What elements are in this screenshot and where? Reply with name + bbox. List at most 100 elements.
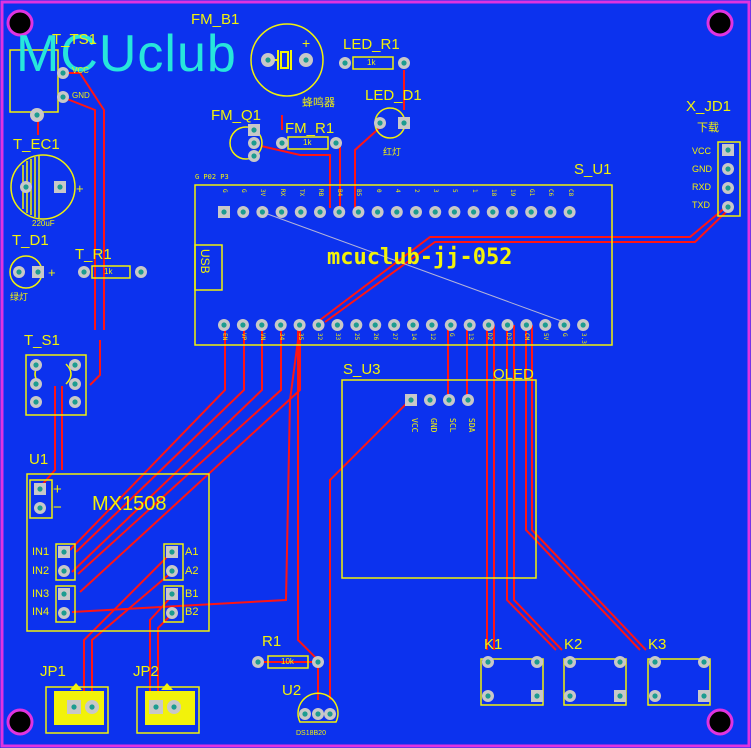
key-pad — [531, 690, 543, 702]
designator-fm-q1: FM_Q1 — [211, 107, 262, 124]
designator-t-ts1: T_TS1 — [52, 31, 98, 48]
mcu-bottom-pin — [236, 319, 249, 331]
mcu-pin-label: 4 — [393, 189, 401, 193]
u1-pad — [34, 502, 46, 514]
mcu-pin-label: RB — [317, 189, 324, 197]
oled-sda-label: SDA — [467, 418, 476, 433]
header-rxd-label: RXD — [692, 182, 712, 192]
mcu-top-pin — [371, 206, 384, 218]
mcu-pin-label: 18 — [489, 189, 497, 197]
designator-x-jd1: X_JD1 — [686, 98, 732, 115]
mcu-pin-label: TX — [297, 189, 305, 197]
mcu-bottom-pin — [539, 319, 552, 331]
silk-ds18b20: DS18B20 — [296, 730, 326, 737]
silk-gnd: GND — [72, 91, 90, 100]
designator-jp2: JP2 — [133, 663, 159, 680]
mcu-bottom-pin — [350, 319, 363, 331]
ts-s1-pad — [30, 378, 42, 390]
oled-pad — [443, 394, 455, 406]
oled-pad — [462, 394, 474, 406]
mcu-pin-label: 19 — [509, 189, 516, 197]
mcu-top-pin — [256, 206, 269, 218]
mcu-pin-label: 5 — [451, 189, 459, 193]
mcu-bottom-pin — [218, 319, 230, 331]
copper-traces — [37, 70, 727, 700]
mx-a1-label: A1 — [185, 546, 199, 558]
silk-r-1k-a: 1k — [104, 267, 113, 276]
mcu-pin-label: VN — [258, 333, 266, 341]
mcu-bottom-pin — [369, 319, 382, 331]
led-d1-pad — [374, 117, 386, 129]
designator-k1: K1 — [484, 636, 503, 653]
x-jd1-pad — [722, 182, 734, 194]
silkscreen — [9, 23, 741, 734]
mcu-bottom-pin — [520, 319, 533, 331]
jp-pad — [67, 700, 81, 714]
u1-plus-label: + — [53, 481, 62, 498]
mcu-pin-label: G — [447, 333, 455, 337]
mcu-bottom-pin — [388, 319, 401, 331]
designator-t-d1: T_D1 — [12, 232, 49, 249]
mcu-pin-label: G — [561, 333, 569, 337]
d1-pad — [32, 266, 44, 278]
buzzer-icon — [262, 50, 292, 70]
mcu-pin-label: D3 — [504, 333, 512, 341]
mcu-pin-label: 5V — [542, 333, 550, 341]
mcu-bottom-pin — [312, 319, 325, 331]
led-d1-pad — [398, 117, 410, 129]
u2-pad — [324, 708, 336, 720]
silk-plus-c: + — [302, 35, 311, 51]
key-pad — [531, 656, 543, 668]
mcu-pin-label: B5 — [355, 189, 363, 197]
mcu-bottom-pin — [482, 319, 495, 331]
usb-label: USB — [198, 249, 212, 274]
designator-fm-b1: FM_B1 — [191, 11, 240, 28]
mx-out-pad — [166, 565, 178, 577]
mcu-bottom-pin — [577, 319, 590, 331]
mx-a2-label: A2 — [185, 565, 199, 577]
mcu-pin-label: 3 — [432, 189, 440, 193]
header-txd-label: TXD — [692, 200, 710, 210]
r1-pad — [252, 656, 264, 668]
designator-s-u3: S_U3 — [343, 361, 381, 378]
oled-pad — [405, 394, 417, 406]
jp-pad — [167, 700, 181, 714]
mount-hole-icon — [706, 708, 734, 736]
fm-r1-pad — [276, 137, 288, 149]
designator-u1: U1 — [29, 451, 49, 468]
u1-pad — [34, 483, 46, 495]
jp-pad — [85, 700, 99, 714]
oled-vcc-label: VCC — [410, 418, 419, 433]
mcu-pin-label: 3.3 — [580, 333, 588, 344]
mcu-pin-label: C6 — [547, 189, 555, 197]
mcu-top-pin — [506, 206, 518, 218]
x-jd1-pad — [722, 144, 734, 156]
mcu-pin-label: EN — [221, 333, 228, 341]
mcu-pin-label: 34 — [277, 333, 285, 341]
designator-jp1: JP1 — [40, 663, 66, 680]
key-pad — [564, 656, 576, 668]
silk-plus-a: + — [76, 181, 84, 196]
d1-pad — [13, 266, 25, 278]
silk-plus-b: + — [48, 265, 56, 280]
mcu-pin-label: VP — [239, 333, 247, 341]
header-gnd-label: GND — [692, 164, 712, 174]
buzzer-pad — [299, 53, 313, 67]
silk-green-led: 绿灯 — [10, 292, 29, 302]
mx-out-pad — [166, 546, 178, 558]
silk-capacitor-value: 220uF — [32, 219, 55, 228]
pads — [13, 53, 734, 720]
designator-k2: K2 — [564, 636, 583, 653]
mcu-pin-label: C8 — [566, 189, 574, 197]
mcu-pin-label: CM — [523, 333, 531, 341]
mcu-bottom-pin — [255, 319, 268, 331]
mcu-top-pin — [294, 206, 307, 218]
mcu-top-pin — [237, 206, 250, 218]
mx-in4-label: IN4 — [32, 606, 50, 618]
mcu-bottom-pin — [425, 319, 438, 331]
mcu-pin-label: 35 — [296, 333, 304, 341]
mcu-bottom-pin — [407, 319, 419, 331]
